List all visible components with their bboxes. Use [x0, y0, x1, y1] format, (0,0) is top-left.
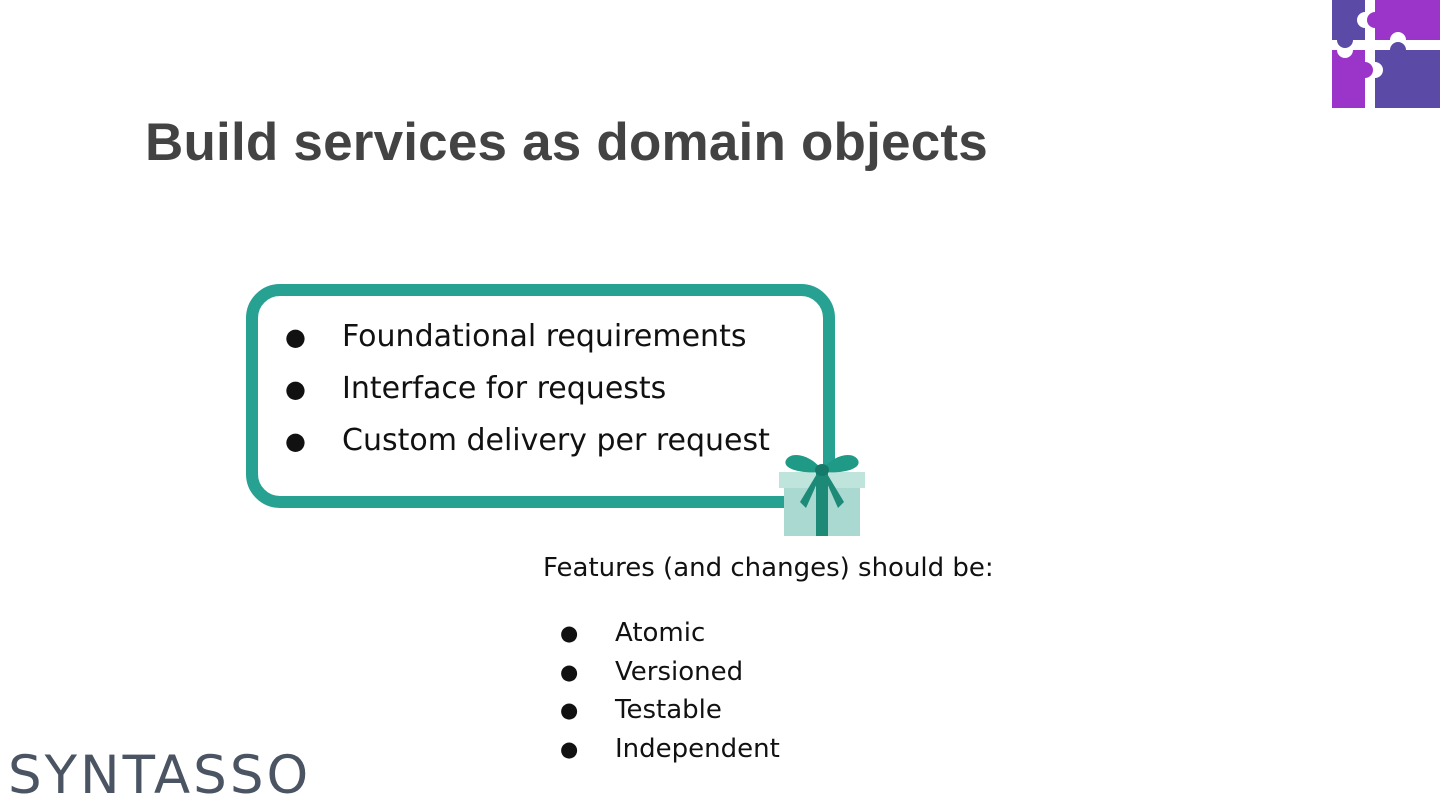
puzzle-logo-icon — [1332, 0, 1440, 108]
list-item: ● Foundational requirements — [285, 316, 770, 368]
bullet-icon: ● — [560, 659, 579, 684]
list-item-text: Custom delivery per request — [342, 423, 770, 458]
slide-title: Build services as domain objects — [145, 113, 988, 172]
brand-logo: SYNTASSO — [8, 745, 312, 806]
list-item: ● Atomic — [560, 614, 780, 653]
gift-icon — [779, 455, 865, 536]
list-item: ● Versioned — [560, 653, 780, 692]
features-heading: Features (and changes) should be: — [543, 553, 994, 583]
list-item: ● Interface for requests — [285, 368, 770, 420]
list-item: ● Independent — [560, 730, 780, 769]
list-item-text: Foundational requirements — [342, 319, 747, 354]
bullet-icon: ● — [560, 736, 579, 761]
list-item-text: Testable — [615, 695, 722, 725]
list-item-text: Versioned — [615, 656, 744, 687]
bullet-icon: ● — [285, 323, 306, 351]
list-item-text: Independent — [615, 733, 780, 764]
bullet-icon: ● — [285, 375, 306, 403]
bullet-icon: ● — [560, 621, 579, 645]
requirements-box — [246, 284, 835, 508]
bullet-icon: ● — [285, 427, 306, 455]
list-item: ● Testable — [560, 691, 780, 730]
list-item-text: Atomic — [615, 618, 706, 648]
list-item: ● Custom delivery per request — [285, 420, 770, 472]
features-list: ● Atomic ● Versioned ● Testable ● Independen… — [560, 614, 780, 768]
requirements-list: ● Foundational requirements ● Interface fo… — [285, 316, 770, 472]
bullet-icon: ● — [560, 698, 579, 722]
list-item-text: Interface for requests — [342, 371, 667, 406]
